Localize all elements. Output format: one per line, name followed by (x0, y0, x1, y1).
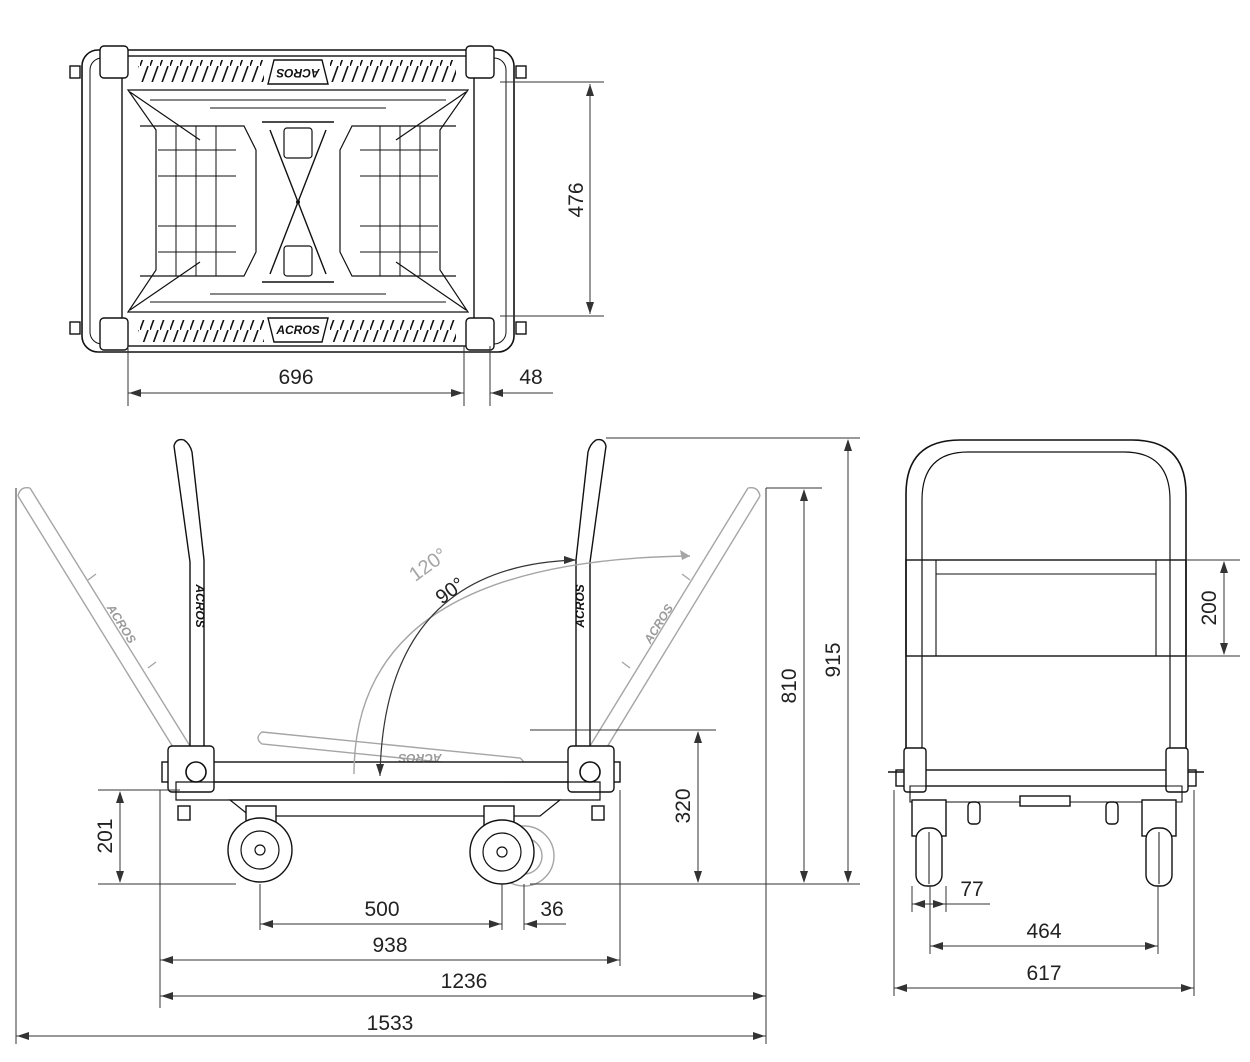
top-handle-frame (81, 49, 515, 353)
dim-front-overall-width: 617 (1026, 962, 1061, 985)
front-grip-panel (905, 559, 1187, 657)
dim-top-depth: 476 (565, 182, 588, 217)
side-logo-upright-left: ACROS (193, 583, 207, 627)
dim-side-caster-offset: 36 (540, 898, 563, 921)
side-handle-upright-left (173, 438, 205, 751)
angle-upright: 90° (432, 573, 469, 609)
dim-side-height-tilted: 810 (778, 668, 801, 703)
side-handle-tilted-left (17, 486, 191, 753)
dim-front-caster-track: 464 (1026, 920, 1061, 943)
dim-top-deck-length: 696 (278, 366, 313, 389)
front-view-dimensions: 200 77 464 617 (893, 559, 1240, 996)
side-handle-upright-right (575, 438, 607, 751)
side-wheel-right (469, 819, 535, 885)
dim-side-length-upright: 1236 (441, 970, 488, 993)
dim-side-height-upright: 915 (822, 642, 845, 677)
dim-front-caster-width: 77 (960, 878, 983, 901)
dim-side-deck-length: 938 (372, 934, 407, 957)
front-view (888, 439, 1204, 887)
top-logo-rear: ACROS (276, 66, 320, 80)
top-logo-front: ACROS (275, 323, 319, 337)
dim-front-grip-width: 200 (1198, 590, 1221, 625)
side-handle-tilted-right (589, 486, 761, 753)
side-logo-upright-right: ACROS (573, 584, 587, 628)
top-view-dimensions: 476 696 48 (127, 81, 604, 406)
side-deck (161, 761, 621, 783)
side-wheel-left (227, 817, 293, 883)
dim-side-length-tilted: 1533 (367, 1012, 414, 1035)
side-view: ACROS ACROS ACROS ACROS ACROS ACROS (17, 438, 761, 887)
front-handle (905, 439, 1187, 750)
dim-side-deck-height-folded: 320 (672, 788, 695, 823)
side-logo-tilted-right: ACROS (641, 602, 676, 647)
side-view-dimensions: 201 320 810 915 500 36 938 1236 (15, 437, 860, 1044)
dim-top-handle-offset: 48 (519, 366, 542, 389)
side-logo-tilted-left: ACROS (103, 601, 138, 646)
top-view: ACROS ACROS (69, 45, 527, 353)
dim-side-caster-spacing: 500 (364, 898, 399, 921)
front-deck (895, 769, 1197, 787)
angle-tilted: 120° (405, 544, 451, 586)
dim-side-wheel-height: 201 (94, 818, 117, 853)
